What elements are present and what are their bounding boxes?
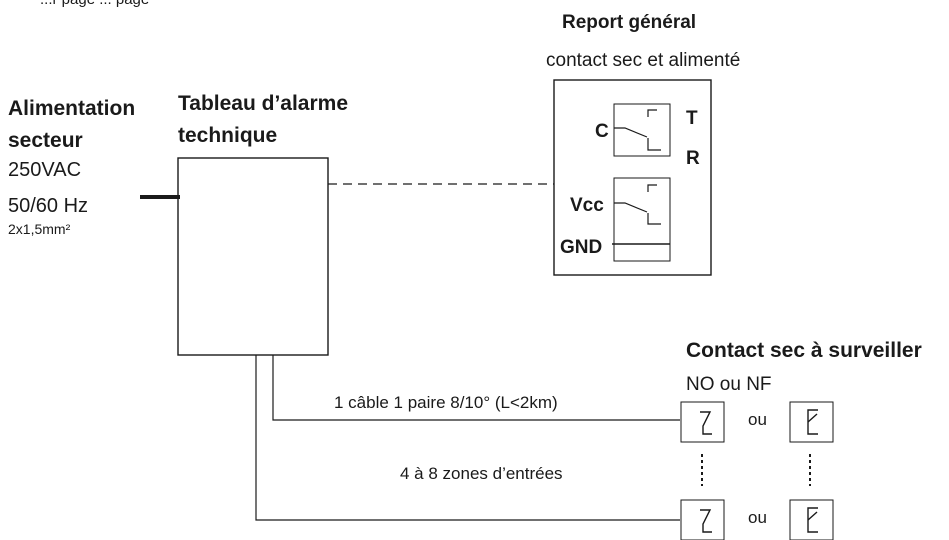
power-voltage: 250VAC xyxy=(8,159,81,181)
cable-label: 1 câble 1 paire 8/10° (L<2km) xyxy=(334,393,558,412)
cable-2 xyxy=(255,355,680,521)
power-supply-labels: Alimentation secteur 250VAC 50/60 Hz 2x1… xyxy=(8,97,135,237)
report-subtitle: contact sec et alimenté xyxy=(546,50,740,71)
terminal-t: T xyxy=(686,108,698,129)
or-label-bottom: ou xyxy=(748,508,767,527)
zones-label: 4 à 8 zones d’entrées xyxy=(400,464,563,483)
contact-symbol-nf-bottom xyxy=(789,499,834,540)
contacts-subtitle: NO ou NF xyxy=(686,374,772,395)
cable-1 xyxy=(272,355,680,421)
or-label-top: ou xyxy=(748,410,767,429)
terminal-vcc: Vcc xyxy=(570,195,604,216)
report-box: C T R Vcc GND xyxy=(553,79,712,276)
terminal-gnd: GND xyxy=(560,237,602,258)
contact-symbol-no-top xyxy=(680,401,725,443)
power-title-line1: Alimentation xyxy=(8,97,135,120)
alarm-panel-box xyxy=(177,157,329,356)
power-cable-spec: 2x1,5mm² xyxy=(8,221,71,237)
top-fragment: ...r page ... page xyxy=(40,0,149,8)
contact-symbol-no-bottom xyxy=(680,499,725,540)
contacts-title: Contact sec à surveiller xyxy=(686,339,922,362)
terminal-c: C xyxy=(595,121,609,142)
power-title-line2: secteur xyxy=(8,129,83,152)
terminal-r: R xyxy=(686,148,700,169)
contact-symbol-nf-top xyxy=(789,401,834,443)
panel-title-line1: Tableau d’alarme xyxy=(178,92,348,115)
power-frequency: 50/60 Hz xyxy=(8,195,88,217)
panel-title-line2: technique xyxy=(178,124,277,147)
report-title: Report général xyxy=(562,12,696,33)
